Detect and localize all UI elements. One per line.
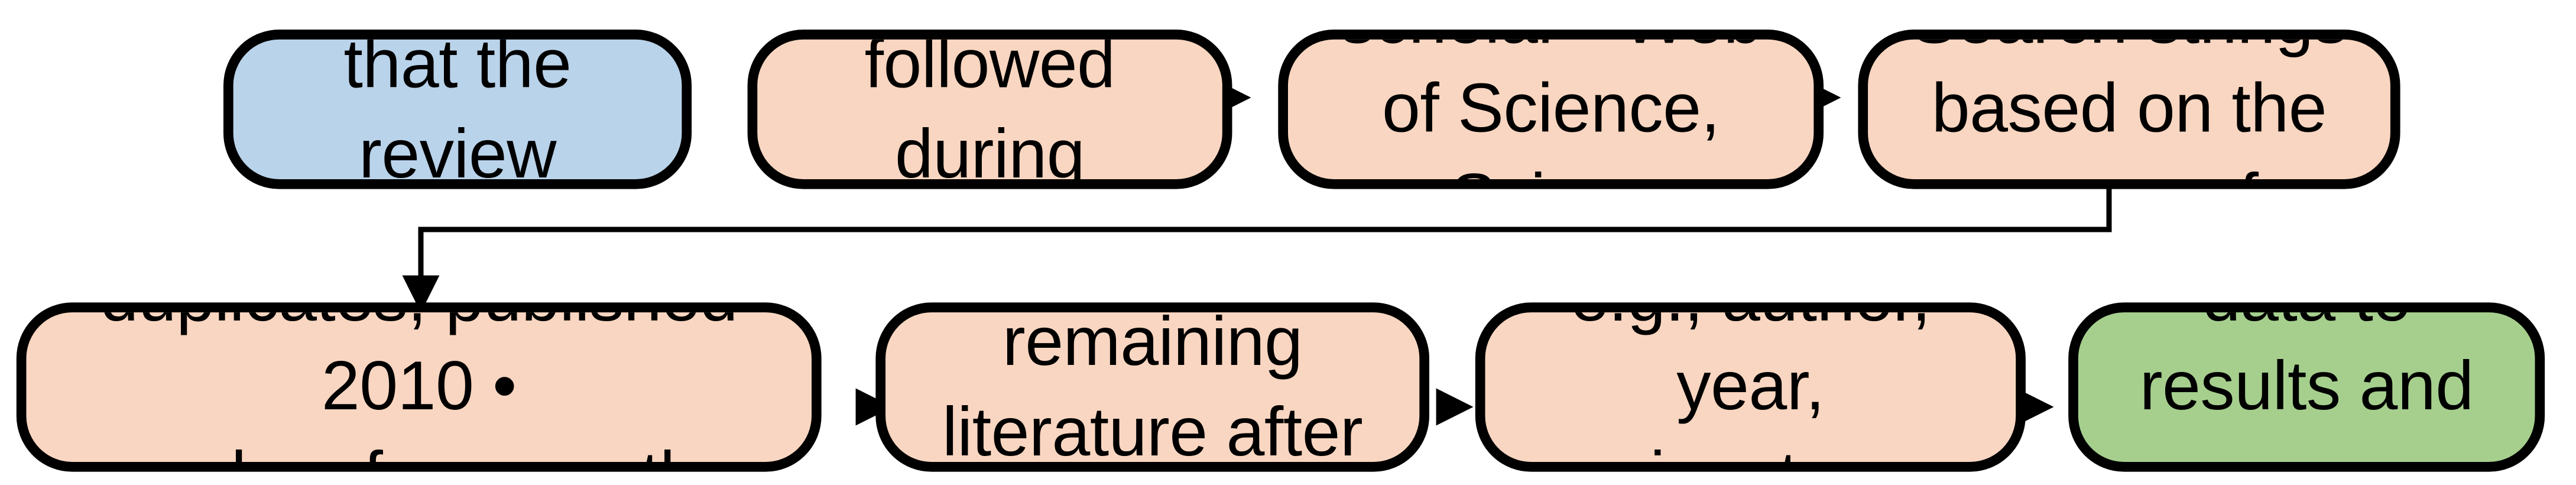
node-retrieve-literature[interactable]: Retrieve literature Extract remaining li… [875, 302, 1430, 472]
node-desc-line-1: Obtain data - e.g., author, year, [1571, 312, 1931, 425]
node-apply-screen-criteria[interactable]: Apply screen criteria • non-peer reviewe… [16, 302, 822, 472]
node-define-search-string[interactable]: Define search string Search strings base… [1858, 30, 2400, 189]
node-desc-line-2: • Science Direct • Scopus • Wiley [1318, 154, 1784, 179]
node-select-database[interactable]: Select database • Google scholar • Web o… [1278, 30, 1824, 189]
node-desc-line-2: inputs, methodology, and outputs [1515, 432, 1987, 462]
node-desc-line-1: Synthesize data to results and [2139, 312, 2474, 425]
node-extract-data[interactable]: Extract data Obtain data - e.g., author,… [1475, 302, 2026, 472]
node-define-research-question[interactable]: Define research question Questions that … [223, 30, 692, 189]
node-desc-line-1: Procedure followed during [864, 30, 1115, 189]
node-desc-line-1: • Google scholar • Web of Science, [1340, 40, 1761, 147]
node-desc-line-2: scope of review [1897, 154, 2361, 179]
node-desc-line-2: no clear focus on the scope of review • … [56, 432, 781, 462]
node-desc-line-1: • non-peer reviewed • duplicates, publis… [100, 312, 738, 425]
node-desc-line-1: Questions that the review [343, 30, 572, 189]
node-address-research-questions[interactable]: Address research questions Synthesize da… [2068, 302, 2545, 472]
node-desc-line-1: Search strings based on the [1911, 40, 2348, 147]
node-establish-research-protocol[interactable]: Establish research protocol Procedure fo… [747, 30, 1232, 189]
node-desc-line-1: Extract remaining literature after the [942, 302, 1363, 470]
node-desc-line-2: answer research questions [2108, 432, 2506, 462]
